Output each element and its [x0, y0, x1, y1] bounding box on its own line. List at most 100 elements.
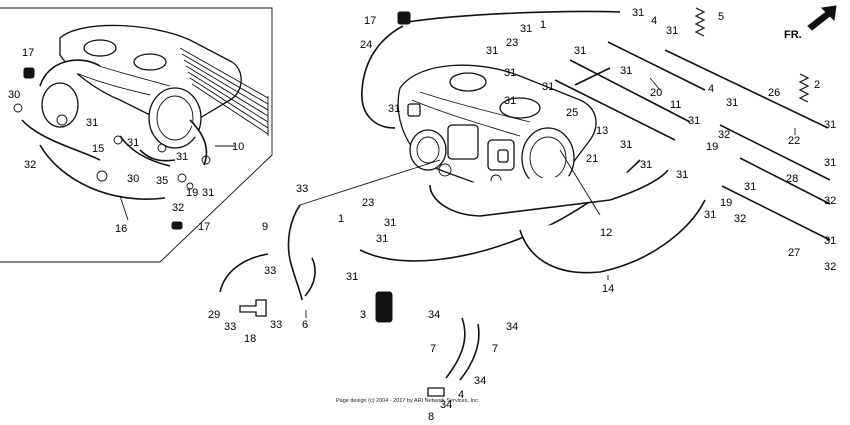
callout-34b: 34 — [506, 321, 518, 333]
callout-31k: 31 — [504, 95, 516, 107]
callout-4a: 4 — [651, 15, 657, 27]
callout-32c: 32 — [718, 129, 730, 141]
callout-32e: 32 — [824, 195, 836, 207]
callout-7a: 7 — [430, 343, 436, 355]
callout-31e: 31 — [486, 45, 498, 57]
callout-31c: 31 — [176, 151, 188, 163]
main-carburetor-body — [397, 64, 597, 197]
hose-long-top — [407, 10, 621, 23]
front-direction-label: FR. — [784, 29, 802, 41]
callout-25: 25 — [566, 107, 578, 119]
fitting-8 — [427, 387, 445, 397]
callout-19a: 19 — [186, 187, 198, 199]
callout-3: 3 — [360, 309, 366, 321]
joint-17 — [397, 11, 411, 25]
callout-31q: 31 — [824, 119, 836, 131]
copyright-text: Page design (c) 2004 - 2017 by ARI Netwo… — [336, 398, 480, 404]
callout-31j: 31 — [666, 25, 678, 37]
callout-12: 12 — [600, 227, 612, 239]
callout-labels: 17 30 31 32 15 31 30 35 31 10 19 31 32 1… — [8, 7, 836, 423]
callout-32d: 32 — [734, 213, 746, 225]
callout-31a: 31 — [86, 117, 98, 129]
callout-31u: 31 — [676, 169, 688, 181]
hose-24 — [361, 25, 404, 129]
callout-28: 28 — [786, 173, 798, 185]
callout-1a: 1 — [540, 19, 546, 31]
callout-32f: 32 — [824, 261, 836, 273]
callout-21: 21 — [586, 153, 598, 165]
callout-14: 14 — [602, 283, 614, 295]
callout-31z: 31 — [824, 235, 836, 247]
hose-9-6 — [219, 204, 316, 301]
callout-31v: 31 — [744, 181, 756, 193]
callout-30b: 30 — [127, 173, 139, 185]
callout-31f: 31 — [520, 23, 532, 35]
hose-13 — [554, 79, 676, 141]
callout-13: 13 — [596, 125, 608, 137]
callout-4c: 4 — [458, 389, 464, 401]
callout-32b: 32 — [172, 202, 184, 214]
hose-27 — [721, 185, 831, 241]
callout-24: 24 — [360, 39, 372, 51]
callout-31h: 31 — [504, 67, 516, 79]
callout-34d: 34 — [440, 399, 452, 411]
callout-31t: 31 — [824, 157, 836, 169]
callout-1b: 1 — [338, 213, 344, 225]
leader-lines — [119, 77, 796, 318]
callout-34a: 34 — [428, 309, 440, 321]
hose-12 — [429, 169, 669, 217]
callout-2: 2 — [814, 79, 820, 91]
spring-clamp-2 — [798, 73, 810, 103]
callout-31w: 31 — [704, 209, 716, 221]
front-direction-arrow: FR. — [784, 5, 837, 41]
callout-31m: 31 — [620, 65, 632, 77]
callout-18: 18 — [244, 333, 256, 345]
callout-31p: 31 — [688, 115, 700, 127]
callout-26: 26 — [768, 87, 780, 99]
callout-34c: 34 — [474, 375, 486, 387]
callout-31l: 31 — [542, 81, 554, 93]
callout-31g: 31 — [574, 45, 586, 57]
callout-33d: 33 — [270, 319, 282, 331]
callout-20: 20 — [650, 87, 662, 99]
callout-30a: 30 — [8, 89, 20, 101]
callout-33a: 33 — [296, 183, 308, 195]
callout-7b: 7 — [492, 343, 498, 355]
callout-5: 5 — [718, 11, 724, 23]
callout-27: 27 — [788, 247, 800, 259]
callout-10: 10 — [232, 141, 244, 153]
callout-17b: 17 — [198, 221, 210, 233]
callout-22: 22 — [788, 135, 800, 147]
callout-19c: 19 — [720, 197, 732, 209]
hose-14 — [519, 199, 706, 274]
callout-31aa: 31 — [346, 271, 358, 283]
callout-32a: 32 — [24, 159, 36, 171]
callout-33c: 33 — [224, 321, 236, 333]
hose-22 — [719, 124, 831, 181]
callout-31r: 31 — [620, 139, 632, 151]
hose-20 — [607, 41, 706, 91]
inset-detail-frame — [0, 7, 273, 263]
hose-26 — [664, 49, 829, 129]
hose-28 — [739, 157, 831, 205]
fitting-18 — [239, 299, 267, 317]
callout-17c: 17 — [364, 15, 376, 27]
hose-7 — [445, 317, 480, 381]
callout-31o: 31 — [726, 97, 738, 109]
callout-23b: 23 — [362, 197, 374, 209]
callout-23a: 23 — [506, 37, 518, 49]
callout-31d: 31 — [202, 187, 214, 199]
callout-33b: 33 — [264, 265, 276, 277]
callout-6: 6 — [302, 319, 308, 331]
callout-29: 29 — [208, 309, 220, 321]
inset-carburetor-drawing — [13, 24, 269, 230]
callout-11: 11 — [670, 99, 681, 111]
callout-19b: 19 — [706, 141, 718, 153]
callout-31s: 31 — [640, 159, 652, 171]
hose-11 — [569, 59, 691, 123]
callout-31i: 31 — [632, 7, 644, 19]
callout-4b: 4 — [708, 83, 714, 95]
spring-clamp-5 — [694, 7, 706, 37]
callout-35: 35 — [156, 175, 168, 187]
